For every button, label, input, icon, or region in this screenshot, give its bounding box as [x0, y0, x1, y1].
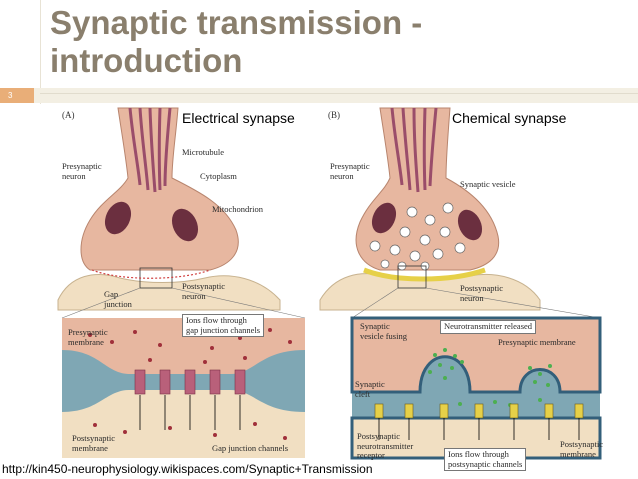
electrical-inset-arrows	[139, 395, 241, 430]
label-postsynaptic-neuron-b: Postsynaptic neuron	[460, 283, 503, 303]
neurotransmitter-molecules	[428, 348, 552, 407]
chemical-inset-presynaptic	[350, 316, 602, 394]
label-mitochondrion: Mitochondrion	[212, 204, 263, 214]
label-synaptic-vesicle: Synaptic vesicle	[460, 179, 516, 189]
chemical-inset	[350, 316, 602, 460]
mitochondrion-b-left	[371, 202, 397, 234]
postsynaptic-receptors	[374, 403, 584, 419]
label-gap-junction: Gap junction	[104, 289, 132, 309]
zoom-line-b-left	[351, 287, 399, 319]
label-presynaptic-membrane-a: Presynaptic membrane	[68, 327, 108, 347]
label-ions-flow-gap: Ions flow through gap junction channels	[182, 314, 265, 337]
chemical-synapse-heading: Chemical synapse	[452, 110, 567, 126]
zoom-line-b-right	[425, 287, 601, 319]
slide-title-line-2: introduction	[50, 42, 243, 79]
panel-a-letter: (A)	[62, 110, 75, 120]
label-microtubule: Microtubule	[182, 147, 225, 157]
microtubules-a	[128, 107, 172, 193]
label-presynaptic-membrane-b: Presynaptic membrane	[498, 337, 576, 347]
source-url: http://kin450-neurophysiology.wikispaces…	[2, 462, 373, 476]
chemical-synapse-diagram	[319, 107, 602, 460]
label-postsynaptic-receptor: Postsynaptic neurotransmitter receptor	[357, 431, 414, 460]
synaptic-cleft-b	[363, 267, 486, 282]
label-postsynaptic-neuron-a: Postsynaptic neuron	[182, 281, 225, 301]
mitochondrion-b-right	[457, 209, 483, 241]
microtubules-b	[390, 107, 438, 193]
chemical-inset-arrows	[378, 418, 580, 440]
postsynaptic-neuron-a	[57, 274, 281, 311]
label-synaptic-cleft: Synaptic cleft	[355, 379, 385, 399]
title-bar-line	[40, 93, 638, 94]
electrical-inset-postsynaptic	[62, 390, 305, 458]
mitochondrion-a-right	[171, 208, 199, 242]
gap-junction-channels-shapes	[134, 369, 246, 395]
label-presynaptic-neuron-b: Presynaptic neuron	[330, 161, 370, 181]
electrical-synapse-heading: Electrical synapse	[182, 110, 295, 126]
chemical-synapse-box	[397, 265, 427, 289]
panel-b-letter: (B)	[328, 110, 340, 120]
title-bar	[0, 88, 638, 103]
label-synaptic-vesicle-fusing: Synaptic vesicle fusing	[360, 321, 407, 341]
title-divider-vertical	[40, 0, 41, 104]
slide-title: Synaptic transmission - introduction	[50, 4, 610, 80]
label-ions-flow-postsynaptic: Ions flow through postsynaptic channels	[444, 448, 527, 471]
zoom-line-a-right	[171, 287, 306, 319]
label-cytoplasm: Cytoplasm	[200, 171, 237, 181]
mitochondrion-a-left	[104, 201, 132, 235]
label-postsynaptic-membrane-b: Postsynaptic membrane	[560, 439, 603, 459]
label-gap-junction-channels: Gap junction channels	[212, 443, 289, 453]
label-presynaptic-neuron-a: Presynaptic neuron	[62, 161, 102, 181]
slide-title-line-1: Synaptic transmission -	[50, 4, 423, 41]
label-neurotransmitter-released: Neurotransmitter released	[440, 320, 537, 334]
zoom-line-a-left	[61, 287, 141, 319]
label-postsynaptic-membrane-a: Postsynaptic membrane	[72, 433, 115, 453]
slide-number: 3	[0, 88, 34, 103]
